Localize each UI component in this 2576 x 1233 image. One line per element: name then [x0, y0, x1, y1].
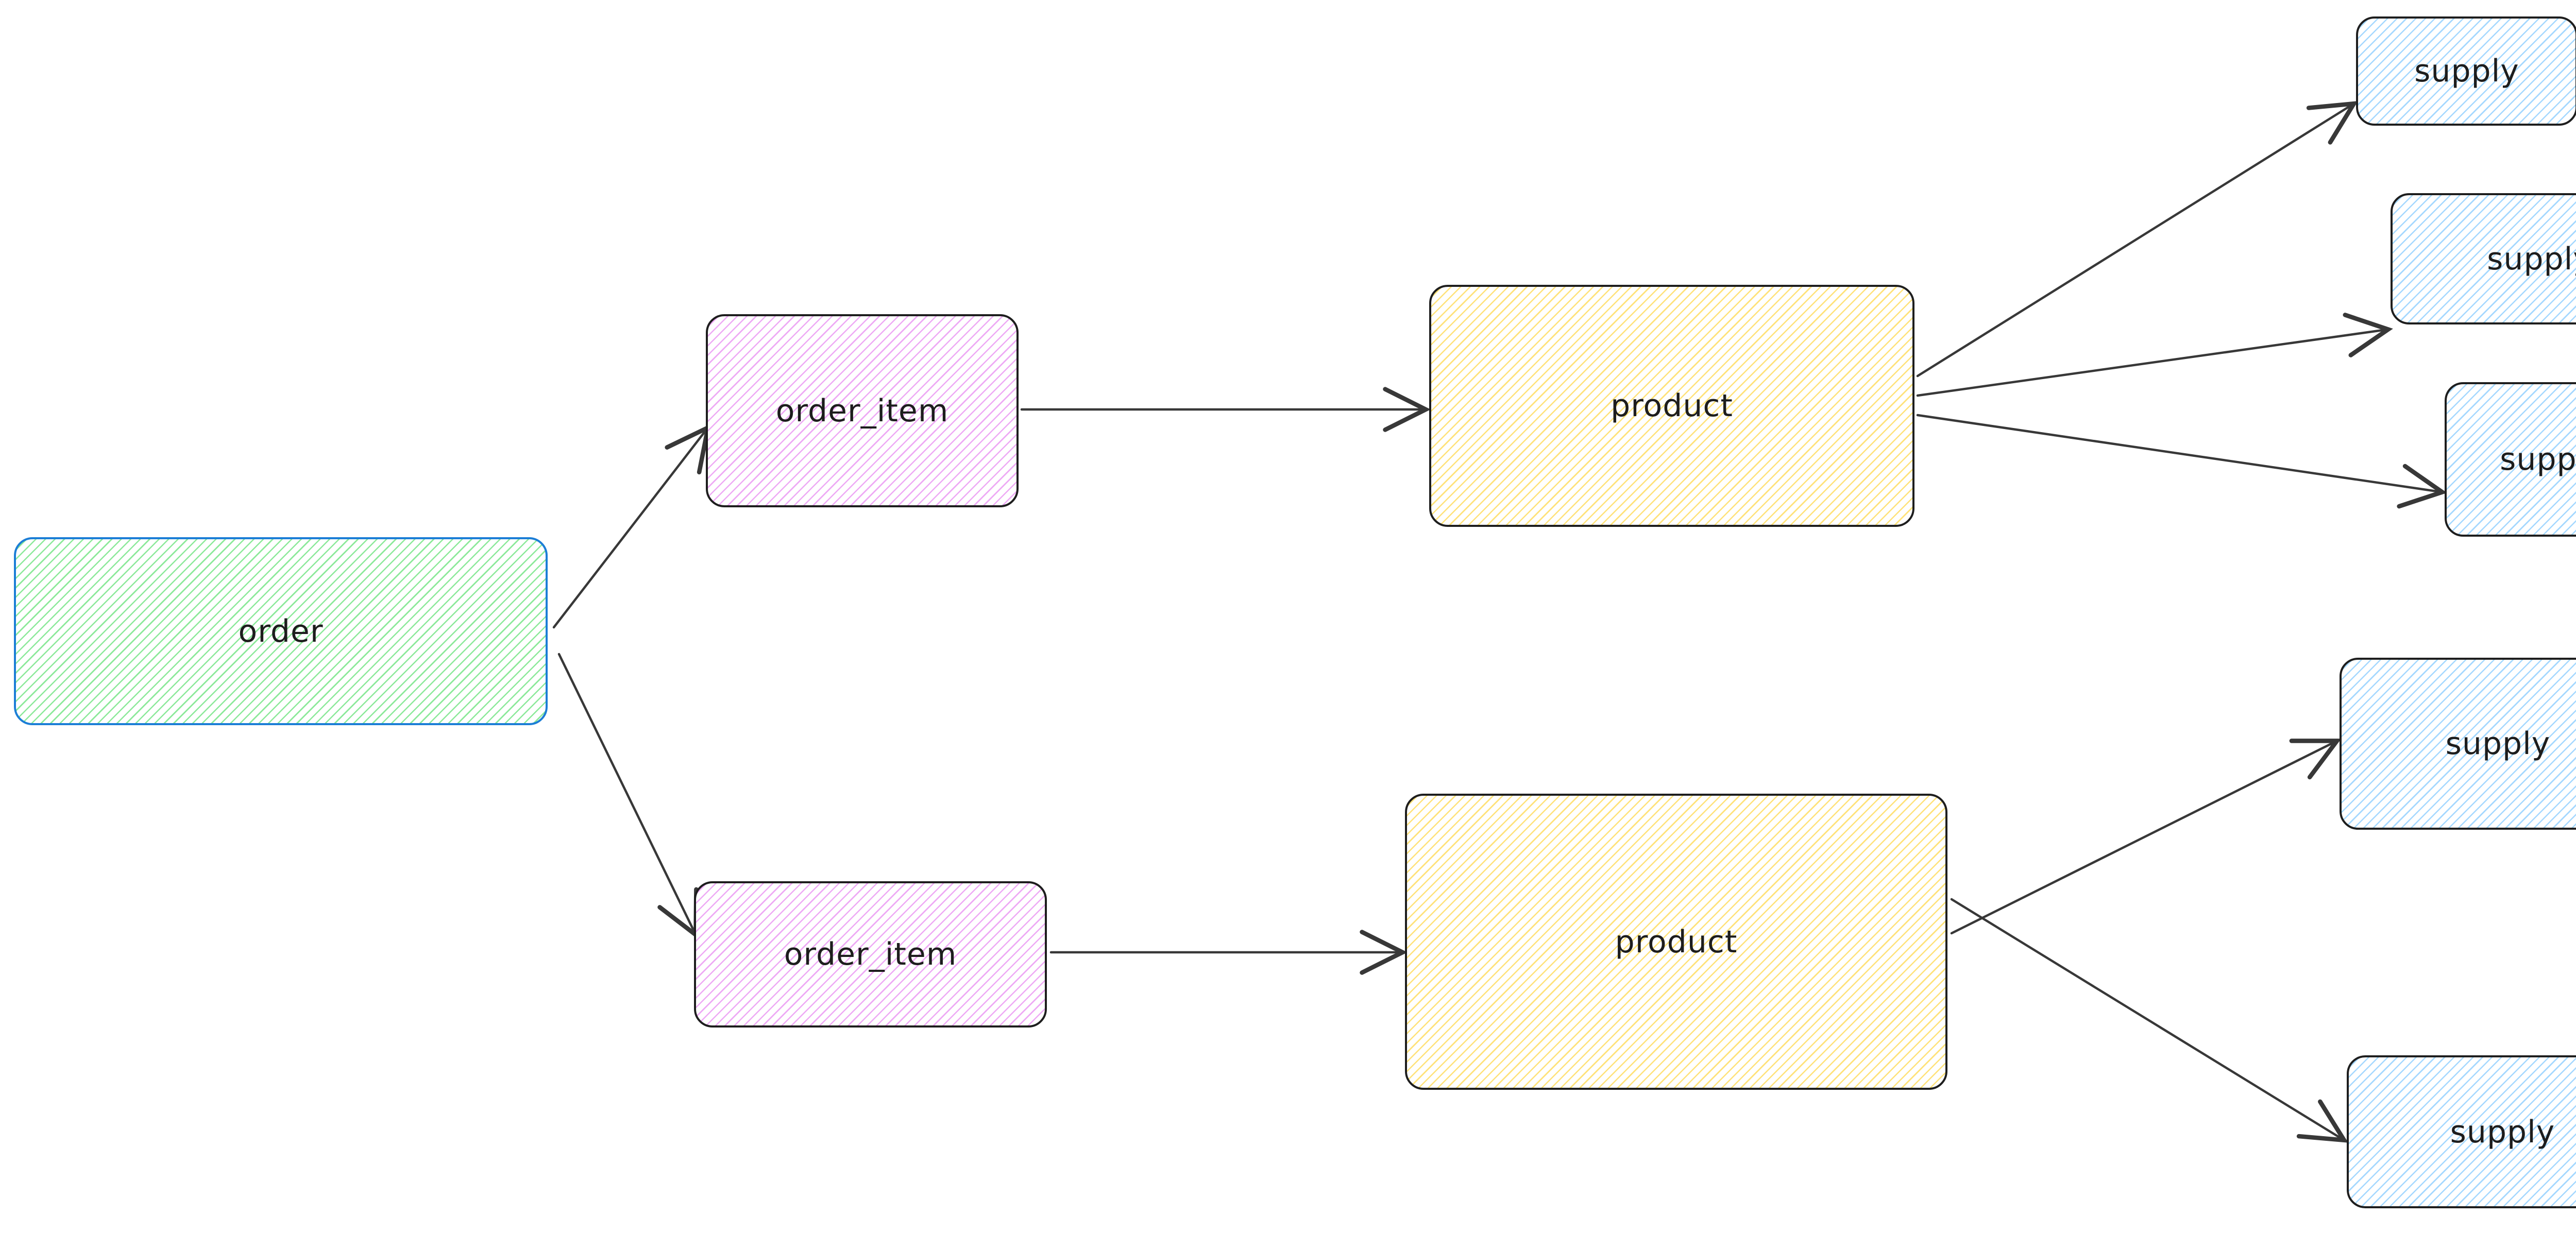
entity-label: product: [1615, 923, 1738, 960]
node-supply-2[interactable]: supply: [2391, 193, 2576, 324]
edge-order-to-order-item-bottom[interactable]: [557, 653, 699, 939]
entity-label: supply: [2487, 241, 2576, 277]
entity-label: supply: [2445, 726, 2551, 762]
edge-product-top-to-supply-2[interactable]: [1916, 313, 2393, 397]
entity-label: product: [1611, 388, 1733, 424]
entity-label: order: [238, 613, 324, 649]
edge-order-to-order-item-top[interactable]: [552, 423, 711, 629]
edge-product-top-to-supply-3[interactable]: [1916, 414, 2447, 509]
edge-product-bottom-to-supply-4[interactable]: [1950, 739, 2342, 935]
entity-label: supply: [2414, 53, 2519, 89]
node-supply-4[interactable]: supply: [2340, 658, 2576, 830]
node-supply-1[interactable]: supply: [2356, 16, 2576, 126]
node-order-item-bottom[interactable]: order_item: [694, 881, 1047, 1028]
node-product-bottom[interactable]: product: [1405, 794, 1947, 1090]
entity-label: supply: [2450, 1114, 2555, 1150]
node-supply-3[interactable]: supply: [2445, 382, 2576, 537]
node-supply-5[interactable]: supply: [2347, 1055, 2576, 1208]
node-order-item-top[interactable]: order_item: [706, 314, 1019, 507]
node-product-top[interactable]: product: [1429, 285, 1914, 527]
edge-product-top-to-supply-1[interactable]: [1916, 101, 2359, 378]
entity-label: order_item: [775, 392, 949, 429]
entity-label: supply: [2500, 441, 2576, 477]
edge-product-bottom-to-supply-5[interactable]: [1950, 898, 2349, 1143]
node-order[interactable]: order: [14, 537, 548, 725]
entity-label: order_item: [784, 936, 957, 972]
